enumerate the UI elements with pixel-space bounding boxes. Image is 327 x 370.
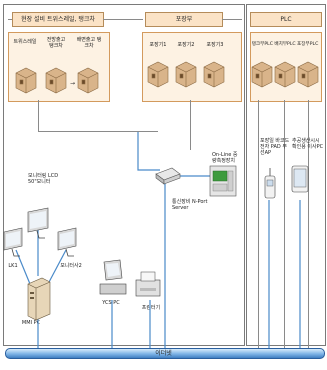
mobile-text: 추공생산시시 확인용 이사PC	[292, 138, 324, 150]
tank1-text: 전방출고 탱크차	[46, 37, 66, 49]
wire-lines	[15, 132, 301, 348]
printer-label: 프린터기	[141, 305, 161, 311]
hub-label: 통신장비 N-Port Server	[172, 199, 212, 211]
pack3-label: 포장기3	[206, 42, 224, 48]
online-label: On-Line 중량측정장치	[212, 152, 242, 164]
plc-set-label: 탱크부PLC 배치부PLC 포장부PLC	[251, 42, 319, 47]
box-icon	[15, 67, 37, 94]
hub-text: 통신장비 N-Port Server	[172, 199, 208, 211]
ycs-pc-label: YCS PC	[102, 300, 120, 306]
box-icon	[45, 67, 67, 94]
dispatch-drop-line	[190, 100, 191, 150]
box-icon	[251, 61, 273, 88]
box-icon	[175, 61, 197, 88]
network-hub-icon	[155, 167, 181, 185]
arrow-icon: →	[70, 80, 75, 87]
box-icon	[203, 61, 225, 88]
monitor-wire-3	[47, 249, 67, 285]
pack1-label: 포장기1	[149, 42, 167, 48]
tank2-label: 배면출고 탱크차	[76, 37, 102, 49]
monitor-icons	[3, 207, 77, 257]
monitor-icon	[3, 227, 23, 257]
tank2-text: 배면출고 탱크차	[76, 37, 102, 49]
region-title-site: 현장 설비 트위스레일, 탱크차	[12, 12, 104, 27]
box-icon	[147, 61, 169, 88]
box-icon	[297, 61, 319, 88]
online-scale-icon	[209, 165, 237, 197]
box-icon	[274, 61, 296, 88]
rail-label: 트위스레일	[13, 39, 37, 45]
dispatch-boxes	[147, 61, 225, 88]
mmi-pc-label: MMI PC	[21, 320, 41, 326]
monitor-icon	[27, 207, 49, 239]
pc-icon	[99, 259, 127, 295]
tablet-icon	[291, 165, 309, 193]
tank1-label: 전방출고 탱크차	[44, 37, 68, 49]
region-title-dispatch: 포장부	[145, 12, 223, 27]
ethernet-label: 이더넷	[155, 350, 172, 357]
printer-icon	[135, 271, 161, 297]
plc-drop-line-2	[284, 100, 285, 348]
region-title-plc: PLC	[250, 12, 322, 27]
plc-boxes	[251, 61, 319, 88]
dispatch-bracket-right	[222, 19, 242, 20]
lcd1-label: LK1	[8, 263, 18, 269]
plc-drop-line-1	[258, 100, 259, 348]
monitor-wire-1	[15, 249, 31, 285]
wireless-ap-icon	[264, 168, 276, 199]
ethernet-bus	[5, 348, 325, 359]
wireless-text: 포장일 바코드 전자 PAD 무선AP	[260, 138, 290, 156]
site-boxes	[15, 67, 99, 94]
plc-drop-line-3	[308, 100, 309, 348]
pc-tower-icon	[27, 277, 51, 321]
site-bracket	[8, 19, 12, 20]
lcd2-label: 모니터사2	[60, 263, 82, 269]
site-drop-line	[38, 100, 39, 132]
monitor-icon	[57, 227, 77, 257]
site-bracket-right	[103, 19, 143, 20]
online-text: On-Line 중량측정장치	[212, 152, 238, 164]
wireless-label: 포장일 바코드 전자 PAD 무선AP	[260, 138, 290, 156]
box-icon	[77, 67, 99, 94]
upper-bus-line	[38, 131, 158, 132]
hub-to-plc-wire	[137, 132, 160, 171]
monitor-group-text: 모니터링 LCD 50"모니터	[28, 173, 59, 185]
mobile-label: 추공생산시시 확인용 이사PC	[292, 138, 324, 150]
monitor-group-label: 모니터링 LCD 50"모니터	[28, 173, 72, 185]
pack2-label: 포장기2	[177, 42, 195, 48]
